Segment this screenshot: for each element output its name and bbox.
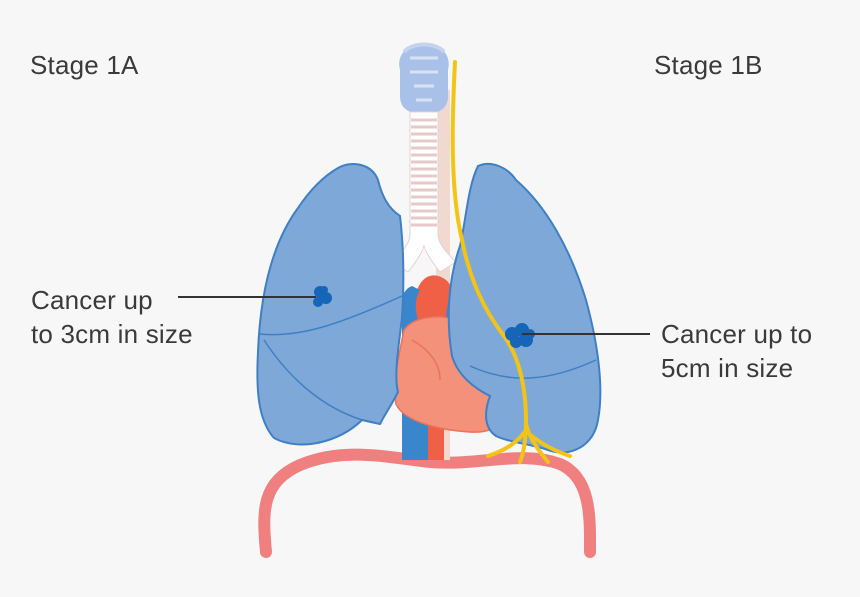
tumor-large xyxy=(505,323,535,348)
lung-left-side xyxy=(256,163,405,446)
annotation-left-line1: Cancer up xyxy=(31,285,153,315)
phrenic-nerve xyxy=(450,60,572,464)
annotation-left: Cancer up to 3cm in size xyxy=(31,283,193,351)
annotation-right: Cancer up to 5cm in size xyxy=(661,317,812,385)
larynx-head xyxy=(399,42,449,114)
annotation-right-line2: 5cm in size xyxy=(661,353,794,383)
annotation-left-line2: to 3cm in size xyxy=(31,319,193,349)
diaphragm xyxy=(258,448,597,558)
trachea xyxy=(391,111,457,273)
aortic-arch xyxy=(414,275,455,330)
stage-label-left: Stage 1A xyxy=(30,50,139,80)
tumor-small xyxy=(313,286,332,307)
annotation-right-line1: Cancer up to xyxy=(661,319,813,349)
pulmonary-vessel-left xyxy=(399,286,420,326)
stage-label-right: Stage 1B xyxy=(654,50,763,80)
